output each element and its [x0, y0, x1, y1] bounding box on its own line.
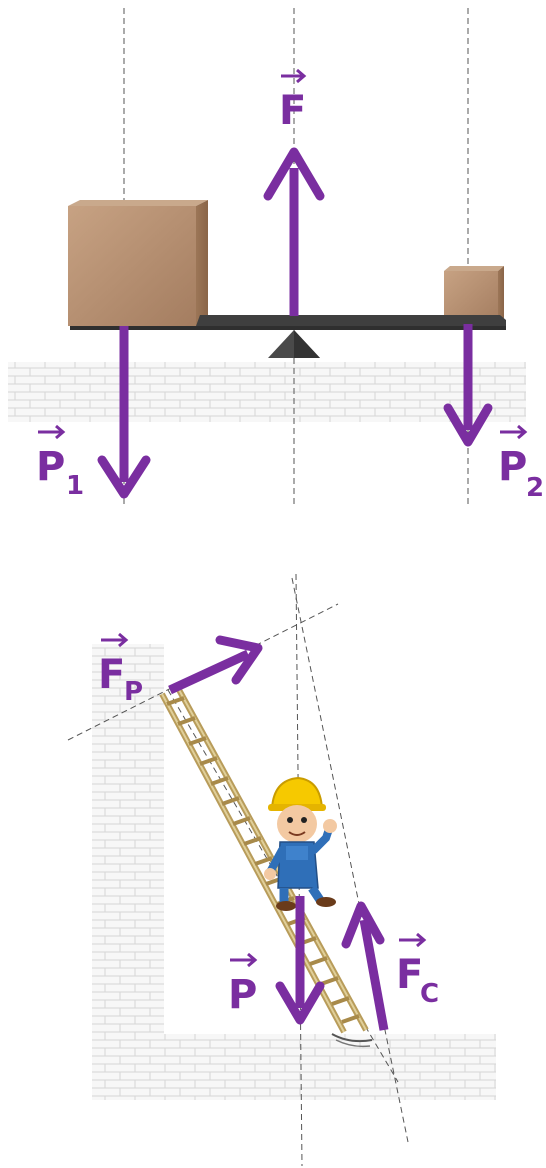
svg-text:P: P [36, 444, 65, 490]
force-arrow-P2-down [443, 324, 493, 447]
action-line-vertical [295, 573, 303, 1167]
ladder-axis-line [167, 689, 399, 1083]
label-F: F [279, 68, 307, 134]
svg-text:F: F [98, 652, 125, 698]
force-arrow-Fp-wall [168, 635, 263, 695]
label-P: P [228, 952, 258, 1018]
force-arrow-Fc-ground [341, 901, 389, 1031]
force-arrow-P1-down [97, 326, 151, 499]
ladder-diagram: F P P F C [67, 573, 496, 1167]
vector-arrow-icon [399, 932, 427, 948]
lever-diagram: F P 1 P 2 [8, 8, 544, 508]
vector-arrow-icon [230, 952, 258, 968]
svg-text:P: P [228, 972, 257, 1018]
action-line-ground-reaction [291, 577, 409, 1143]
force-arrow-P-weight [275, 896, 325, 1025]
vector-arrow-icon [281, 68, 307, 84]
vector-arrow-icon [101, 632, 129, 648]
worker-figure [264, 776, 337, 911]
brick-wall-top [8, 362, 526, 422]
label-P2: P 2 [498, 424, 544, 503]
svg-text:1: 1 [66, 471, 84, 501]
lever-board [70, 315, 506, 330]
small-box [444, 266, 504, 323]
ladder [159, 686, 373, 1048]
svg-text:F: F [396, 952, 423, 998]
brick-wall-vertical [92, 644, 164, 1040]
svg-text:P: P [498, 444, 527, 490]
label-Fc: F C [396, 932, 439, 1009]
vector-arrow-icon [38, 424, 66, 440]
svg-text:2: 2 [526, 473, 544, 503]
force-arrow-F-up [263, 147, 325, 316]
label-P1: P 1 [36, 424, 84, 501]
svg-text:P: P [124, 677, 143, 707]
vector-arrow-icon [500, 424, 528, 440]
label-Fp: F P [98, 632, 143, 707]
brick-floor [92, 1034, 496, 1100]
large-box [68, 200, 208, 326]
svg-text:C: C [420, 979, 439, 1009]
svg-text:F: F [279, 88, 306, 134]
